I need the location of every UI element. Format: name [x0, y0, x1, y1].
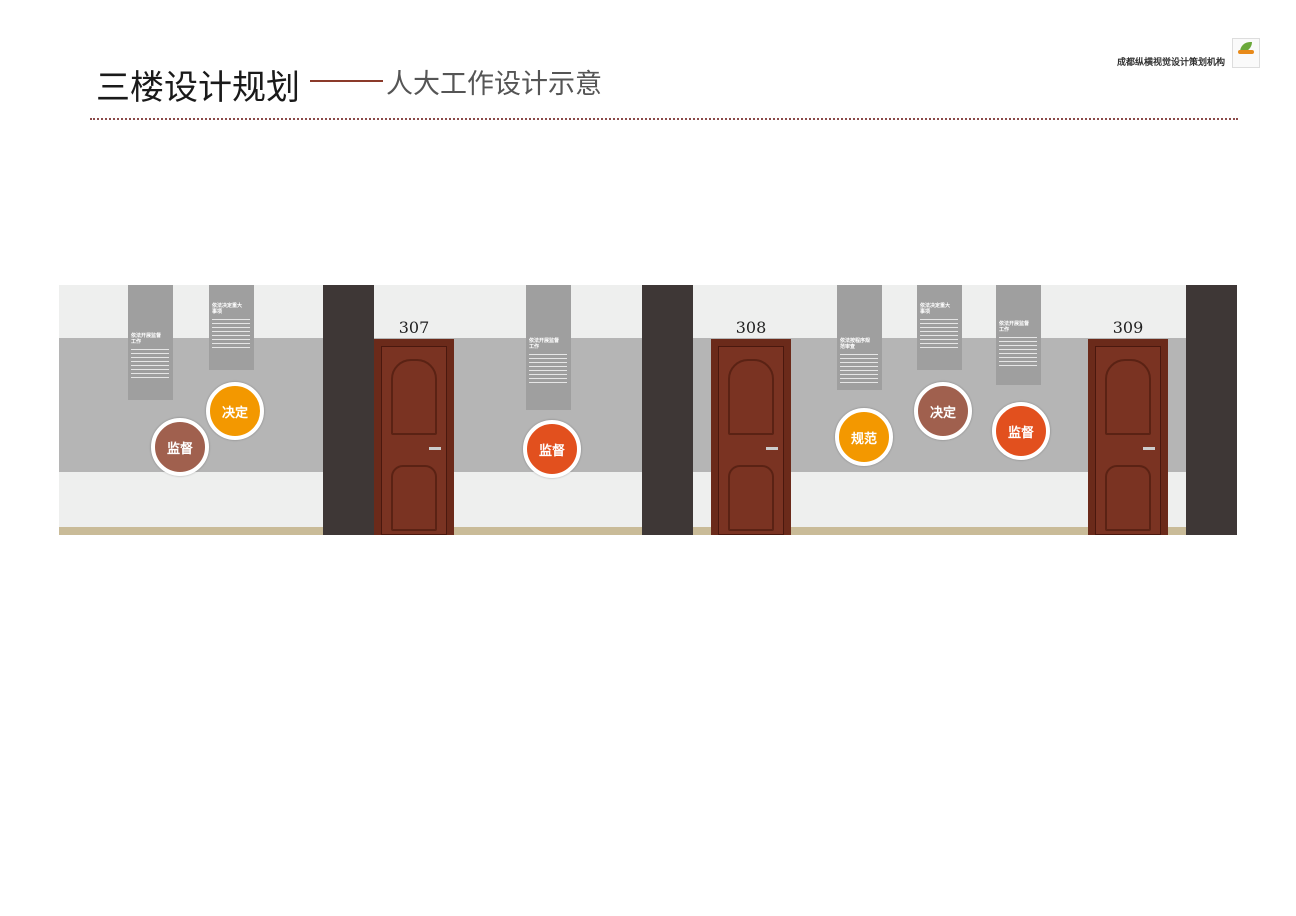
room-door[interactable] — [711, 339, 791, 535]
info-panel: 依法开展监督工作 — [128, 285, 173, 400]
panel-body-text — [840, 354, 878, 386]
pillar — [1186, 285, 1237, 535]
theme-badge: 监督 — [523, 420, 581, 478]
panel-title: 依法决定重大事项 — [920, 303, 951, 315]
page-title: 三楼设计规划 — [96, 68, 300, 108]
title-divider — [310, 80, 383, 82]
info-panel: 依法决定重大事项 — [917, 285, 962, 370]
info-panel: 依法决定重大事项 — [209, 285, 254, 370]
panel-body-text — [131, 349, 169, 381]
room-door[interactable] — [1088, 339, 1168, 535]
room-number: 307 — [398, 318, 430, 337]
room-number: 308 — [735, 318, 767, 337]
company-logo — [1232, 38, 1260, 68]
door-handle-icon — [1143, 447, 1155, 450]
panel-body-text — [920, 319, 958, 351]
panel-body-text — [212, 319, 250, 351]
theme-badge: 规范 — [835, 408, 893, 466]
pillar — [323, 285, 374, 535]
info-panel: 依法按程序规范审查 — [837, 285, 882, 390]
door-handle-icon — [766, 447, 778, 450]
page-subtitle: 人大工作设计示意 — [386, 69, 602, 100]
pillar — [642, 285, 693, 535]
room-door[interactable] — [374, 339, 454, 535]
theme-badge: 决定 — [206, 382, 264, 440]
panel-title: 依法开展监督工作 — [131, 333, 162, 345]
theme-badge: 决定 — [914, 382, 972, 440]
info-panel: 依法开展监督工作 — [526, 285, 571, 410]
corridor-wall-elevation: 307 308 309 依法开展监督工作监督 依法决定重大事项决定 依法开展监督工作监督 依… — [59, 285, 1237, 535]
organization-name: 成都纵横视觉设计策划机构 — [1117, 58, 1226, 68]
panel-body-text — [529, 354, 567, 386]
panel-title: 依法开展监督工作 — [529, 338, 560, 350]
door-handle-icon — [429, 447, 441, 450]
theme-badge: 监督 — [151, 418, 209, 476]
dotted-divider — [90, 118, 1238, 120]
room-number: 309 — [1112, 318, 1144, 337]
panel-body-text — [999, 337, 1037, 369]
info-panel: 依法开展监督工作 — [996, 285, 1041, 385]
theme-badge: 监督 — [992, 402, 1050, 460]
panel-title: 依法按程序规范审查 — [840, 338, 871, 350]
panel-title: 依法决定重大事项 — [212, 303, 243, 315]
panel-title: 依法开展监督工作 — [999, 321, 1030, 333]
